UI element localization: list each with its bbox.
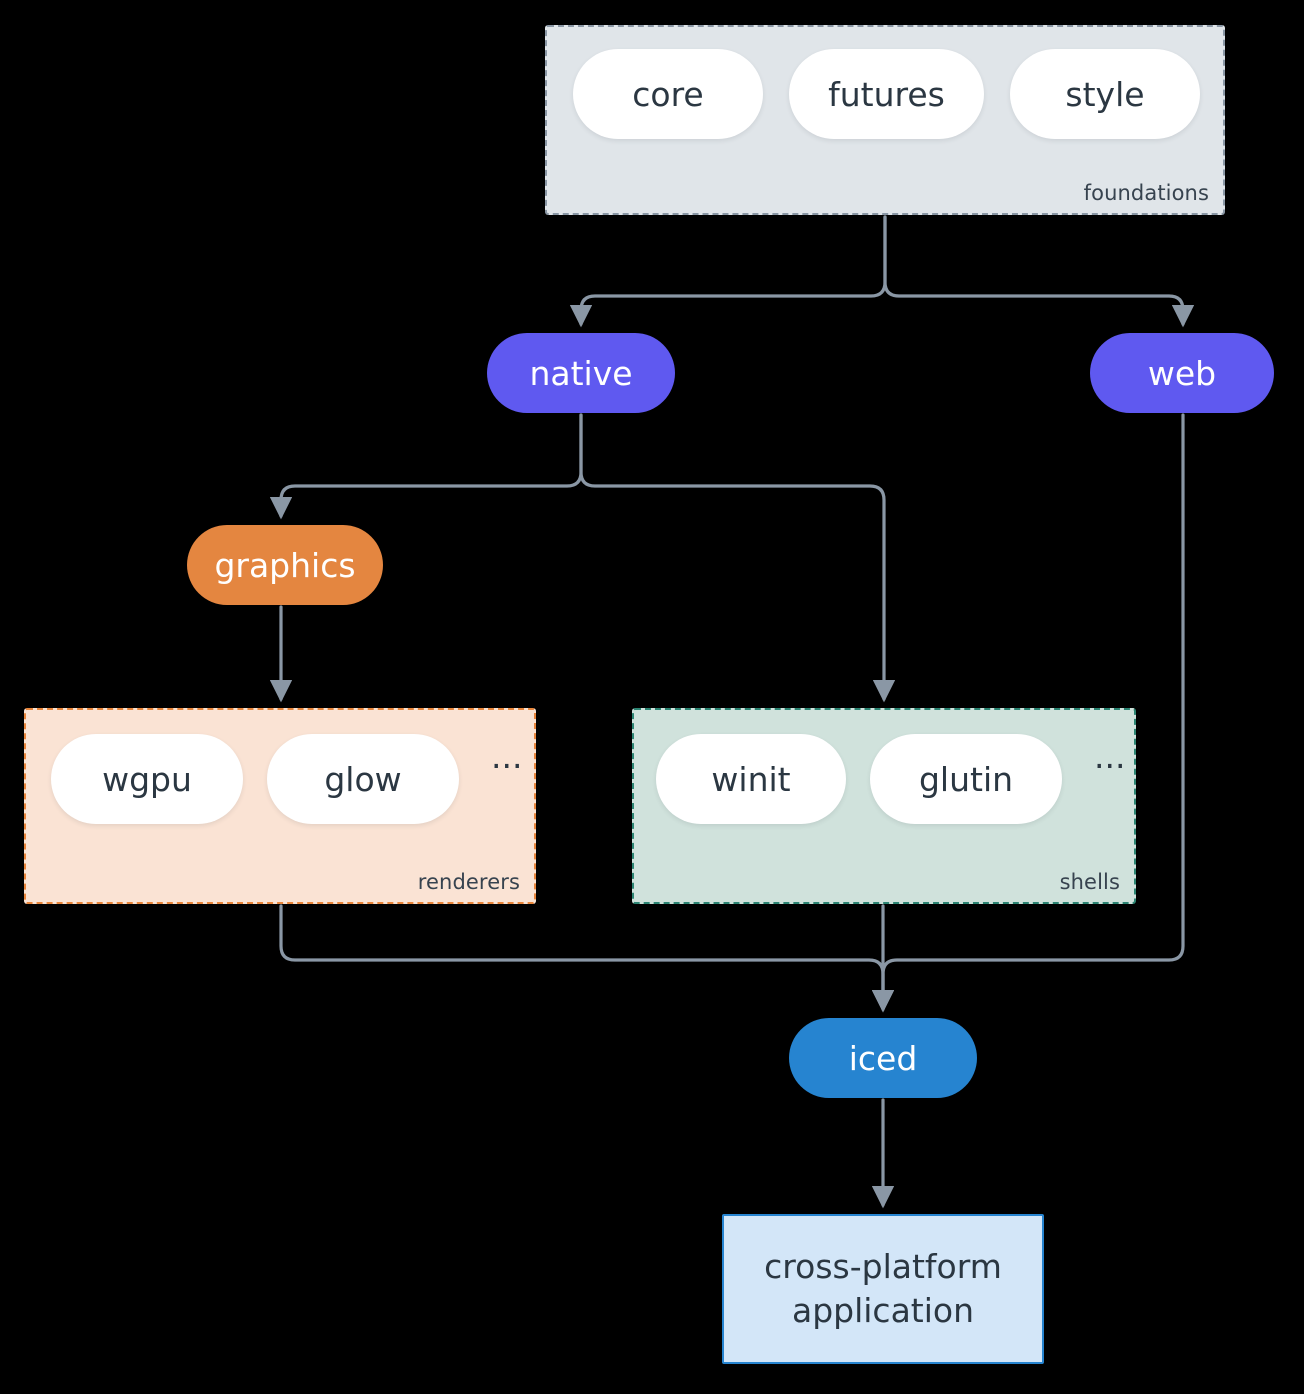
module-futures[interactable]: futures xyxy=(789,49,984,139)
cluster-shells: winit glutin ... shells xyxy=(632,708,1136,904)
node-iced[interactable]: iced xyxy=(789,1018,977,1098)
application-label-line2: application xyxy=(791,1291,975,1330)
module-core[interactable]: core xyxy=(573,49,763,139)
node-graphics[interactable]: graphics xyxy=(187,525,383,605)
module-glutin[interactable]: glutin xyxy=(870,734,1062,824)
cluster-foundations-items: core futures style xyxy=(573,49,1200,139)
cluster-foundations: core futures style foundations xyxy=(545,25,1225,215)
application-label-line1: cross-platform xyxy=(764,1247,1002,1287)
node-web[interactable]: web xyxy=(1090,333,1274,413)
cluster-renderers-items: wgpu glow ... xyxy=(51,734,522,824)
cluster-renderers-label: renderers xyxy=(417,870,520,894)
shells-overflow-ellipsis: ... xyxy=(1094,737,1126,776)
cluster-shells-label: shells xyxy=(1059,870,1120,894)
edge-native-graphics xyxy=(269,413,583,520)
module-winit[interactable]: winit xyxy=(656,734,846,824)
node-native[interactable]: native xyxy=(487,333,675,413)
cluster-renderers: wgpu glow ... renderers xyxy=(24,708,536,904)
node-cross-platform-application[interactable]: cross-platform application xyxy=(722,1214,1044,1364)
cluster-shells-items: winit glutin ... xyxy=(656,734,1125,824)
cluster-foundations-label: foundations xyxy=(1083,181,1209,205)
edge-native-shells xyxy=(579,413,896,703)
edge-foundations-web xyxy=(883,215,1195,328)
edge-renderers-iced xyxy=(279,904,895,1013)
renderers-overflow-ellipsis: ... xyxy=(491,737,523,776)
module-style[interactable]: style xyxy=(1010,49,1200,139)
edge-foundations-native xyxy=(569,215,887,328)
module-wgpu[interactable]: wgpu xyxy=(51,734,243,824)
module-glow[interactable]: glow xyxy=(267,734,459,824)
